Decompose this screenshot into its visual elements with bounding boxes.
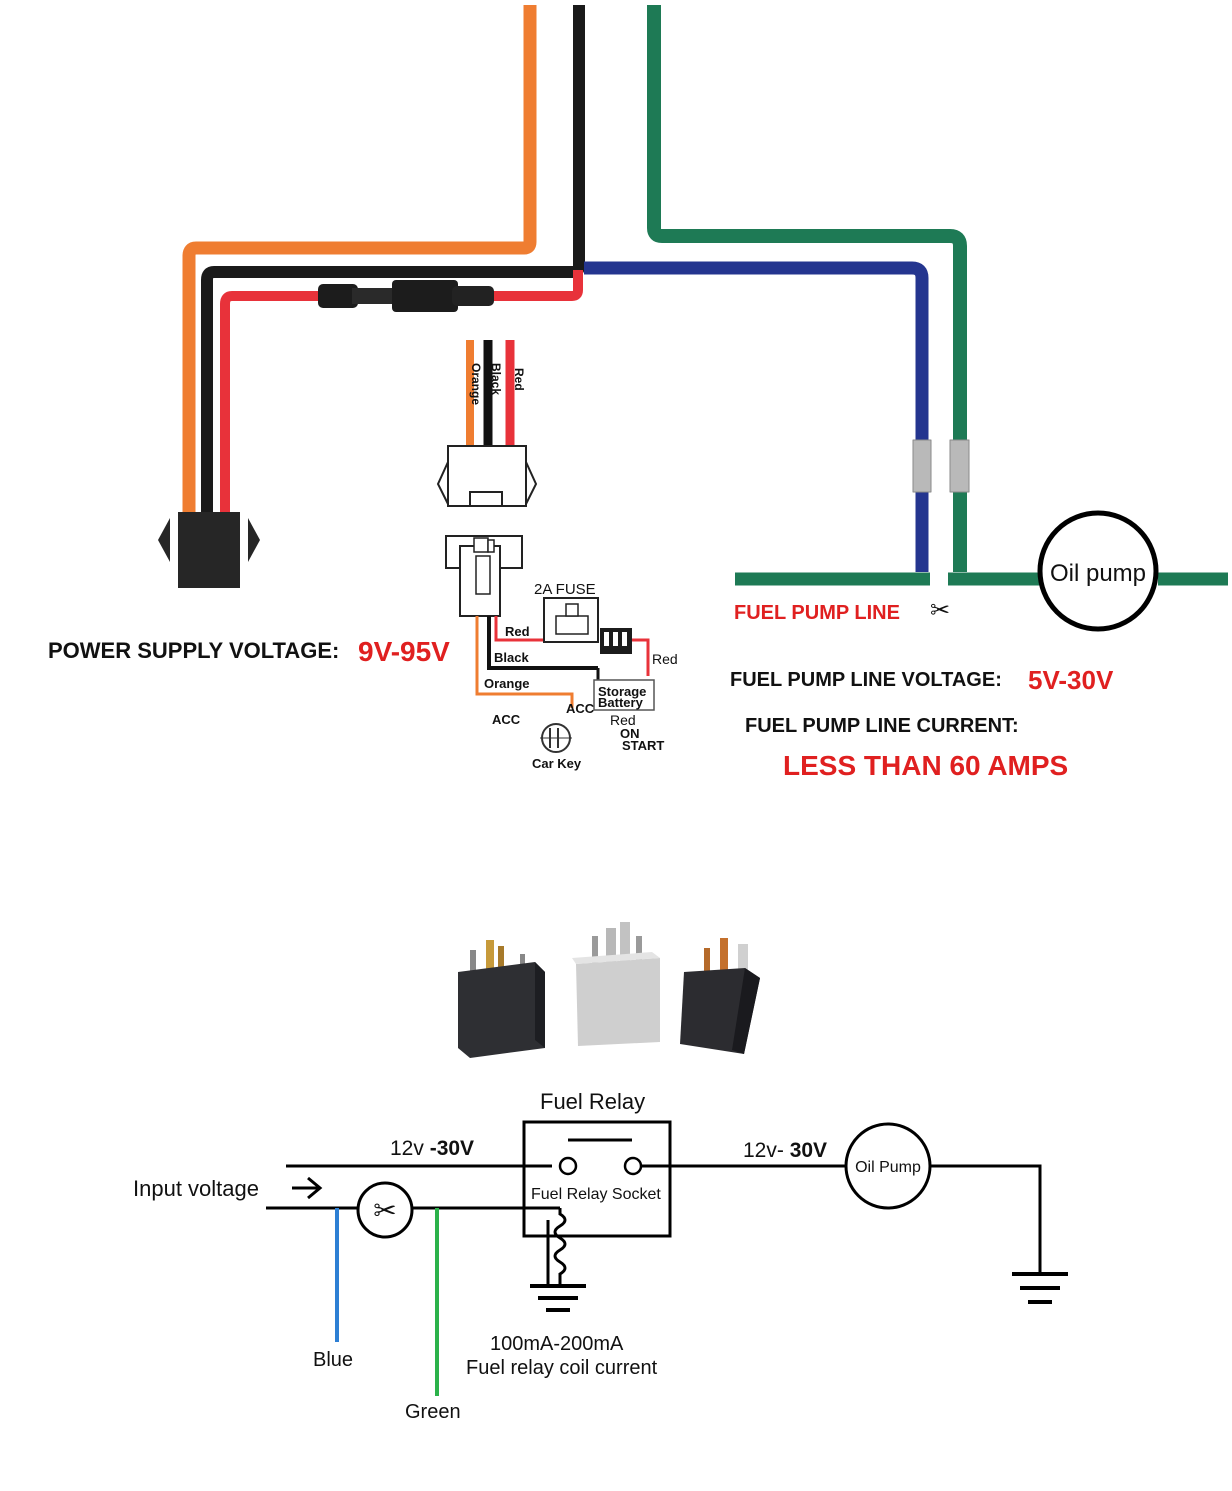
acc-label-right: ACC bbox=[566, 701, 595, 716]
wire-orange-label: Orange bbox=[484, 676, 530, 691]
wire-red-label-2: Red bbox=[652, 651, 678, 667]
coil-current-label-1: 100mA-200mA bbox=[490, 1333, 624, 1355]
fuel-relay-socket-label: Fuel Relay Socket bbox=[531, 1186, 661, 1203]
orange-wire bbox=[182, 5, 537, 515]
black-wire bbox=[201, 5, 585, 515]
key-on-label: ON bbox=[620, 726, 640, 741]
cut-point-circle bbox=[356, 1181, 414, 1239]
power-plug-connector bbox=[158, 512, 260, 588]
connector-label-red: Red bbox=[512, 368, 526, 391]
power-supply-value: 9V-95V bbox=[358, 636, 450, 667]
fuel-pump-line-label: FUEL PUMP LINE bbox=[734, 602, 900, 624]
crimp-sleeve-green bbox=[949, 439, 970, 493]
fuel-relay-title: Fuel Relay bbox=[540, 1089, 645, 1114]
scissors-icon-bottom: ✂ bbox=[373, 1195, 396, 1226]
oil-pump-circle bbox=[1037, 510, 1159, 632]
bottom-schematic bbox=[266, 1120, 1068, 1312]
fuse-label: 2A FUSE bbox=[534, 581, 596, 598]
fuel-relay-box bbox=[522, 1120, 672, 1238]
power-supply-label: POWER SUPPLY VOLTAGE: bbox=[48, 638, 339, 663]
coil-current-label-2: Fuel relay coil current bbox=[466, 1357, 658, 1379]
key-red-label: Red bbox=[610, 712, 636, 728]
inline-fuse-holder bbox=[318, 280, 494, 312]
top-wiring-diagram bbox=[182, 5, 1228, 586]
connector-label-orange: Orange bbox=[469, 363, 483, 405]
car-key-label: Car Key bbox=[532, 756, 582, 771]
blue-wire bbox=[584, 261, 929, 572]
voltage-left: 12v -30V bbox=[390, 1137, 474, 1160]
oil-pump-circle-bottom bbox=[844, 1122, 932, 1210]
acc-label-left: ACC bbox=[492, 712, 521, 727]
crimp-sleeve-blue bbox=[912, 439, 932, 493]
relay-photo-2 bbox=[572, 922, 660, 1046]
relay-photo-3 bbox=[680, 938, 760, 1054]
wire-red-label-1: Red bbox=[505, 624, 530, 639]
fuel-pump-voltage-value: 5V-30V bbox=[1028, 665, 1114, 695]
voltage-right: 12v- 30V bbox=[743, 1139, 827, 1162]
wire-black-label: Black bbox=[494, 650, 529, 665]
input-voltage-label: Input voltage bbox=[133, 1176, 259, 1201]
relay-photos bbox=[458, 922, 760, 1058]
green-wire bbox=[647, 5, 967, 572]
center-schematic: Orange Black Red bbox=[436, 340, 678, 771]
fuel-pump-current-label: FUEL PUMP LINE CURRENT: bbox=[745, 715, 1019, 737]
key-start-label: START bbox=[622, 738, 664, 753]
fuel-pump-voltage-label: FUEL PUMP LINE VOLTAGE: bbox=[730, 669, 1002, 691]
blue-label: Blue bbox=[313, 1349, 353, 1371]
green-label: Green bbox=[405, 1401, 461, 1423]
oil-pump-label-bottom: Oil Pump bbox=[855, 1159, 921, 1176]
fuel-pump-current-value: LESS THAN 60 AMPS bbox=[783, 750, 1068, 781]
scissors-icon: ✂ bbox=[930, 597, 950, 624]
relay-photo-1 bbox=[458, 940, 545, 1058]
storage-battery-label-2: Battery bbox=[598, 695, 644, 710]
connector-label-black: Black bbox=[489, 363, 503, 395]
storage-battery-label-1: Storage bbox=[598, 684, 646, 699]
oil-pump-label-top: Oil pump bbox=[1050, 560, 1146, 587]
input-arrow-icon bbox=[292, 1176, 323, 1200]
